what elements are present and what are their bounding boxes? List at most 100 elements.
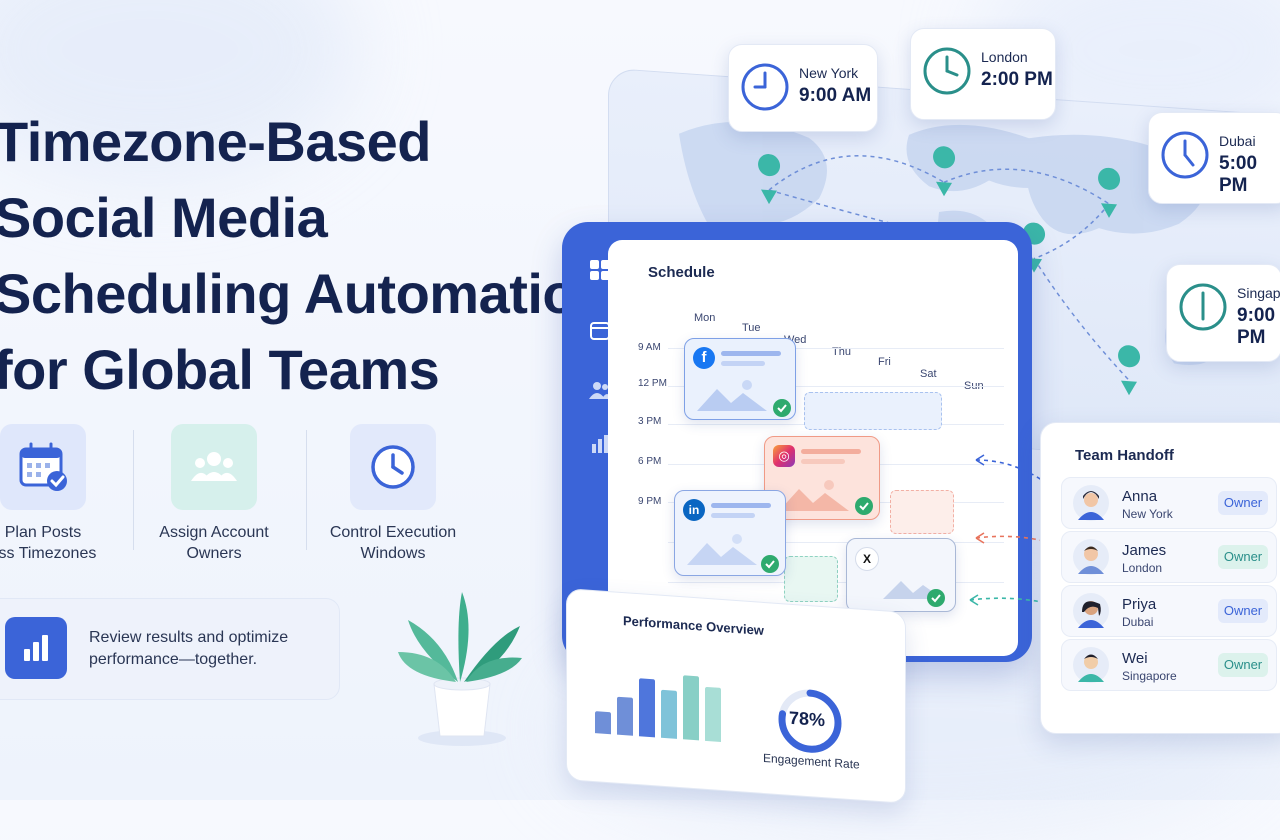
scheduled-post-facebook[interactable]: f xyxy=(684,338,796,420)
member-location: London xyxy=(1122,561,1163,575)
performance-title: Performance Overview xyxy=(623,613,764,638)
member-name: Priya xyxy=(1122,596,1157,613)
performance-bar xyxy=(705,686,721,742)
engagement-gauge xyxy=(778,689,842,753)
review-callout: Review results and optimize performance—… xyxy=(0,598,340,700)
map-pin-icon xyxy=(1098,167,1121,218)
handoff-title: Team Handoff xyxy=(1075,447,1174,464)
performance-bar xyxy=(683,675,699,741)
timezone-time: 9:00 PM xyxy=(1237,305,1276,348)
member-name: Anna xyxy=(1122,488,1158,505)
plant-decoration xyxy=(398,592,522,746)
performance-overview-card: Performance Overview 78% Engagement Rate xyxy=(566,588,906,804)
linkedin-icon: in xyxy=(683,499,705,521)
feature-plan-posts: Plan Posts oss Timezones xyxy=(0,424,128,564)
day-label: Mon xyxy=(694,312,716,324)
role-badge: Owner xyxy=(1218,545,1268,569)
map-pin-icon xyxy=(758,154,781,205)
team-member-row[interactable]: Wei Singapore Owner xyxy=(1061,639,1277,691)
day-label: Fri xyxy=(878,356,891,368)
avatar xyxy=(1073,485,1109,521)
member-location: New York xyxy=(1122,507,1173,521)
check-icon xyxy=(773,399,791,417)
performance-bar xyxy=(661,689,677,739)
facebook-icon: f xyxy=(693,347,715,369)
scheduled-post-x[interactable]: X xyxy=(846,538,956,612)
avatar xyxy=(1073,647,1109,683)
schedule-panel: Schedule Mon Tue Wed Thu Fri Sat Sun 9 A… xyxy=(608,240,1018,656)
check-icon xyxy=(855,497,873,515)
grid-line xyxy=(668,542,1004,543)
avatar xyxy=(1073,539,1109,575)
schedule-title: Schedule xyxy=(648,264,715,281)
review-text: Review results and optimize performance—… xyxy=(89,629,289,668)
headline-line: for Global Teams xyxy=(0,338,440,401)
timezone-city: London xyxy=(981,49,1028,65)
empty-slot[interactable] xyxy=(890,490,954,534)
hour-label: 6 PM xyxy=(638,456,662,467)
clock-icon xyxy=(741,63,789,111)
headline: Timezone-Based Social Media Scheduling A… xyxy=(0,104,610,408)
empty-slot[interactable] xyxy=(784,556,838,602)
analytics-icon[interactable] xyxy=(586,430,614,458)
grid-line xyxy=(668,348,1004,349)
map-pin-icon xyxy=(1118,345,1141,396)
performance-bar xyxy=(639,678,655,738)
engagement-label: Engagement Rate xyxy=(763,750,860,772)
timezone-time: 2:00 PM xyxy=(981,69,1053,90)
timezone-card-london: London 2:00 PM xyxy=(910,28,1056,120)
x-logo-icon: X xyxy=(855,547,879,571)
member-location: Singapore xyxy=(1122,669,1177,683)
feature-label: Assign Account Owners xyxy=(159,524,269,562)
timezone-city: New York xyxy=(799,65,859,81)
calendar-check-icon xyxy=(0,424,86,510)
performance-bar xyxy=(595,711,611,735)
day-label: Sat xyxy=(920,368,937,380)
timezone-card-singapore: Singapore 9:00 PM xyxy=(1166,264,1280,362)
grid-line xyxy=(668,386,1004,387)
timezone-city: Singapore xyxy=(1237,285,1280,301)
team-member-row[interactable]: Anna New York Owner xyxy=(1061,477,1277,529)
member-location: Dubai xyxy=(1122,615,1154,629)
headline-line: Scheduling Automation xyxy=(0,262,610,325)
dashboard-icon[interactable] xyxy=(586,256,614,284)
team-member-row[interactable]: James London Owner xyxy=(1061,531,1277,583)
engagement-value: 78% xyxy=(789,707,826,731)
hour-label: 12 PM xyxy=(638,378,667,389)
role-badge: Owner xyxy=(1218,491,1268,515)
feature-execution-windows: Control Execution Windows xyxy=(308,424,478,564)
headline-line: Timezone-Based xyxy=(0,110,431,173)
team-member-row[interactable]: Priya Dubai Owner xyxy=(1061,585,1277,637)
check-icon xyxy=(761,555,779,573)
avatar xyxy=(1073,593,1109,629)
clock-icon xyxy=(923,47,971,95)
hour-label: 9 PM xyxy=(638,496,662,507)
feature-divider xyxy=(133,430,134,550)
clock-icon xyxy=(1179,283,1227,331)
feature-divider xyxy=(306,430,307,550)
bar-chart-icon xyxy=(5,617,67,679)
hour-label: 3 PM xyxy=(638,416,662,427)
empty-slot[interactable] xyxy=(804,392,942,430)
feature-label: Control Execution Windows xyxy=(329,524,457,562)
hour-label: 9 AM xyxy=(638,342,661,353)
timezone-time: 9:00 AM xyxy=(799,85,872,106)
timezone-card-new-york: New York 9:00 AM xyxy=(728,44,878,132)
scheduled-post-linkedin[interactable]: in xyxy=(674,490,786,576)
headline-line: Social Media xyxy=(0,186,328,249)
team-handoff-panel: Team Handoff Anna New York Owner James L… xyxy=(1040,422,1280,734)
feature-assign-owners: Assign Account Owners xyxy=(129,424,299,564)
timezone-city: Dubai xyxy=(1219,133,1256,149)
clock-icon xyxy=(1161,131,1209,179)
instagram-icon: ◎ xyxy=(773,445,795,467)
member-name: Wei xyxy=(1122,650,1148,667)
day-label: Thu xyxy=(832,346,851,358)
feature-label: Plan Posts oss Timezones xyxy=(0,524,97,562)
role-badge: Owner xyxy=(1218,599,1268,623)
member-name: James xyxy=(1122,542,1167,559)
timezone-time: 5:00 PM xyxy=(1219,153,1258,196)
team-group-icon xyxy=(171,424,257,510)
day-label: Tue xyxy=(742,322,761,334)
check-icon xyxy=(927,589,945,607)
role-badge: Owner xyxy=(1218,653,1268,677)
